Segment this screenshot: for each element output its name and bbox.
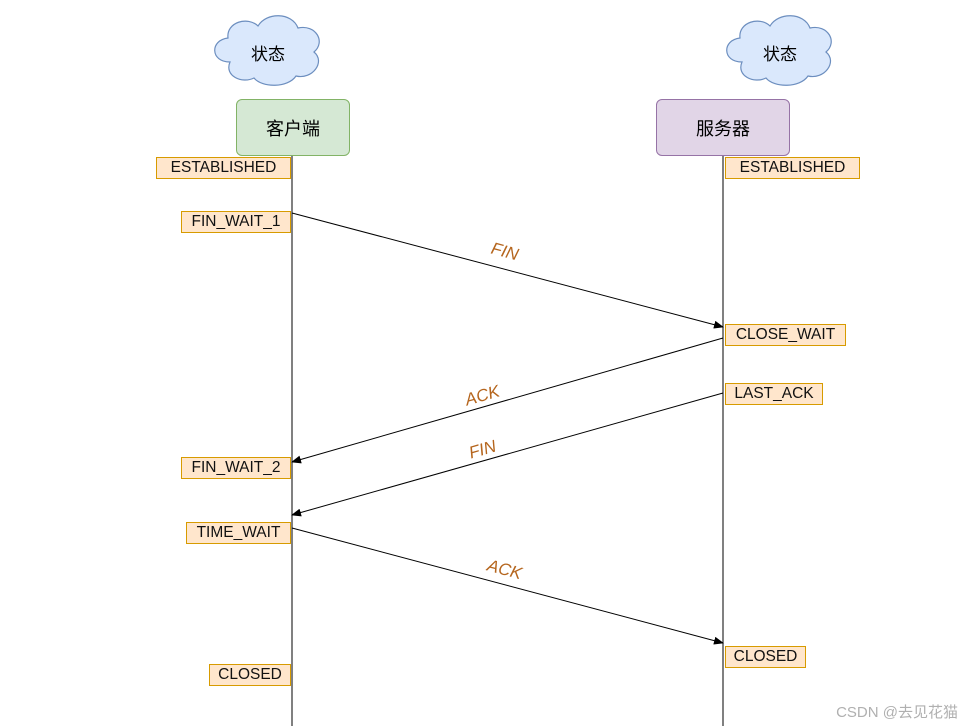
server-state-close-wait: CLOSE_WAIT [725, 324, 846, 346]
server-node: 服务器 [656, 99, 790, 156]
cloud-right [726, 15, 832, 86]
fin1-arrow [291, 212, 724, 329]
client-state-established: ESTABLISHED [156, 157, 291, 179]
server-state-last-ack: LAST_ACK [725, 383, 823, 405]
fin2-arrow [291, 392, 724, 517]
ack1-arrow [291, 337, 724, 464]
cloud-left-label: 状态 [251, 45, 285, 64]
client-node: 客户端 [236, 99, 350, 156]
ack2-arrow [291, 527, 724, 645]
server-node-label: 服务器 [696, 118, 750, 139]
server-state-established: ESTABLISHED [725, 157, 860, 179]
client-state-fin-wait-1: FIN_WAIT_1 [181, 211, 291, 233]
client-state-closed: CLOSED [209, 664, 291, 686]
cloud-left [214, 15, 320, 86]
client-state-time-wait: TIME_WAIT [186, 522, 291, 544]
client-node-label: 客户端 [266, 118, 320, 139]
server-state-closed: CLOSED [725, 646, 806, 668]
watermark: CSDN @去见花猫 [836, 704, 958, 721]
client-state-fin-wait-2: FIN_WAIT_2 [181, 457, 291, 479]
cloud-right-label: 状态 [763, 45, 797, 64]
